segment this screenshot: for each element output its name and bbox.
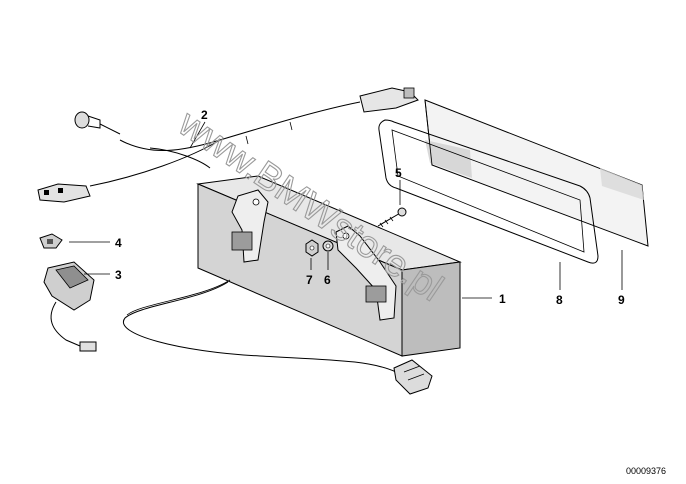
- leader-2: [189, 121, 206, 149]
- callout-2: 2: [201, 108, 208, 122]
- part-9-glass-panel: [424, 99, 649, 247]
- callout-7: 7: [306, 273, 313, 287]
- part-3-switch: [43, 261, 97, 352]
- part-5-screw: [377, 207, 407, 228]
- part-7-nut: [305, 239, 319, 257]
- callout-8: 8: [556, 293, 563, 307]
- part-4-clip: [39, 233, 63, 249]
- callout-5: 5: [395, 166, 402, 180]
- callout-9: 9: [618, 293, 625, 307]
- document-id: 00009376: [626, 466, 666, 476]
- callout-4: 4: [115, 236, 122, 250]
- part-1-cable: [122, 279, 433, 395]
- callout-6: 6: [324, 273, 331, 287]
- part-2-wiring-harness: [37, 87, 419, 203]
- part-1-housing: [196, 175, 462, 357]
- callout-3: 3: [115, 268, 122, 282]
- callout-1: 1: [499, 292, 506, 306]
- part-6-washer: [322, 240, 334, 252]
- leader-lines: [69, 121, 623, 299]
- part-8-seal-frame: [378, 119, 599, 264]
